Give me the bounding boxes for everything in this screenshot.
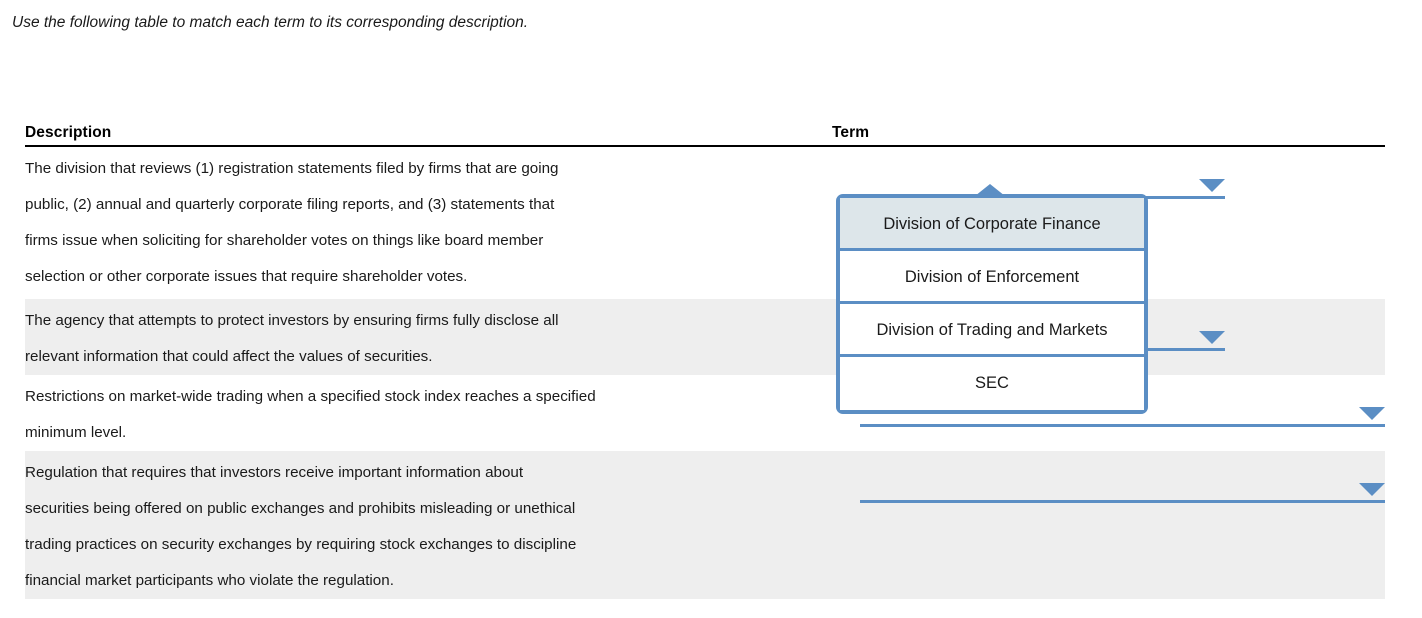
dropdown-option[interactable]: Division of Corporate Finance: [840, 198, 1144, 251]
description-line: securities being offered on public excha…: [25, 500, 576, 517]
description-line: minimum level.: [25, 424, 127, 441]
chevron-down-icon[interactable]: [1199, 179, 1225, 192]
description-line: Regulation that requires that investors …: [25, 464, 524, 481]
table-row: The division that reviews (1) registrati…: [25, 147, 1385, 299]
instruction-text: Use the following table to match each te…: [12, 14, 529, 31]
description-cell: Restrictions on market-wide trading when…: [25, 375, 815, 451]
matching-table: Description Term The division that revie…: [25, 120, 1385, 599]
description-cell: The division that reviews (1) registrati…: [25, 147, 815, 295]
select-underline: [860, 423, 1385, 427]
description-line: The division that reviews (1) registrati…: [25, 160, 559, 177]
term-select-row-4[interactable]: [860, 473, 1385, 503]
chevron-down-icon[interactable]: [1199, 331, 1225, 344]
description-line: The agency that attempts to protect inve…: [25, 312, 559, 329]
dropdown-option[interactable]: SEC: [840, 357, 1144, 410]
description-line: public, (2) annual and quarterly corpora…: [25, 196, 555, 213]
description-line: selection or other corporate issues that…: [25, 268, 468, 285]
column-header-term: Term: [832, 124, 870, 141]
dropdown-option[interactable]: Division of Trading and Markets: [840, 304, 1144, 357]
table-row: The agency that attempts to protect inve…: [25, 299, 1385, 375]
description-line: trading practices on security exchanges …: [25, 536, 577, 553]
chevron-down-icon[interactable]: [1359, 483, 1385, 496]
description-cell: The agency that attempts to protect inve…: [25, 299, 815, 375]
term-dropdown-panel: Division of Corporate Finance Division o…: [836, 194, 1148, 414]
dropdown-option[interactable]: Division of Enforcement: [840, 251, 1144, 304]
description-line: relevant information that could affect t…: [25, 348, 433, 365]
column-header-description: Description: [25, 124, 112, 141]
table-row: Restrictions on market-wide trading when…: [25, 375, 1385, 451]
description-line: financial market participants who violat…: [25, 572, 394, 589]
term-select-row-3[interactable]: [860, 397, 1385, 427]
description-line: Restrictions on market-wide trading when…: [25, 388, 596, 405]
chevron-up-icon: [975, 184, 1005, 196]
select-underline: [860, 499, 1385, 503]
description-cell: Regulation that requires that investors …: [25, 451, 815, 599]
table-header-row: Description Term: [25, 120, 1385, 147]
table-row: Regulation that requires that investors …: [25, 451, 1385, 599]
chevron-down-icon[interactable]: [1359, 407, 1385, 420]
description-line: firms issue when soliciting for sharehol…: [25, 232, 544, 249]
